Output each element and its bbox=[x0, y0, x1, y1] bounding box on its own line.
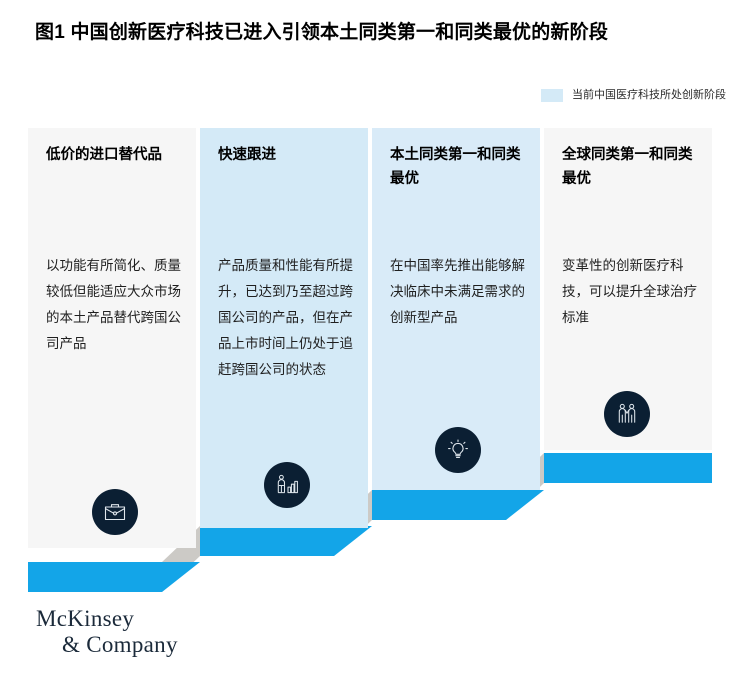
stage-2-body: 产品质量和性能有所提升，已达到乃至超过跨国公司的产品，但在产品上市时间上仍处于追… bbox=[218, 258, 353, 377]
stage-3-body: 在中国率先推出能够解决临床中未满足需求的创新型产品 bbox=[390, 258, 525, 325]
briefcase-icon bbox=[92, 489, 138, 535]
stage-3-title: 本土同类第一和同类最优 bbox=[390, 147, 521, 187]
stage-1-title: 低价的进口替代品 bbox=[46, 147, 162, 163]
mckinsey-logo: McKinsey & Company bbox=[36, 606, 178, 658]
logo-line-1: McKinsey bbox=[36, 606, 135, 631]
step-1-top bbox=[28, 562, 200, 592]
stage-panel-2[interactable]: 快速跟进 产品质量和性能有所提升，已达到乃至超过跨国公司的产品，但在产品上市时间… bbox=[200, 128, 368, 528]
step-4-top bbox=[544, 453, 712, 483]
logo-line-2: & Company bbox=[62, 632, 178, 657]
legend: 当前中国医疗科技所处创新阶段 bbox=[541, 89, 726, 102]
legend-label: 当前中国医疗科技所处创新阶段 bbox=[572, 89, 726, 101]
step-2-top bbox=[200, 526, 372, 556]
lightbulb-icon bbox=[435, 427, 481, 473]
legend-swatch-current-stage bbox=[541, 89, 563, 102]
stage-4-title: 全球同类第一和同类最优 bbox=[562, 147, 693, 187]
stage-panel-4[interactable]: 全球同类第一和同类最优 变革性的创新医疗科技，可以提升全球治疗标准 bbox=[544, 128, 712, 450]
stage-panel-1[interactable]: 低价的进口替代品 以功能有所简化、质量较低但能适应大众市场的本土产品替代跨国公司… bbox=[28, 128, 196, 548]
step-3-top bbox=[372, 490, 544, 520]
stage-4-body: 变革性的创新医疗科技，可以提升全球治疗标准 bbox=[562, 258, 697, 325]
person-bar-chart-icon bbox=[264, 462, 310, 508]
stage-2-title: 快速跟进 bbox=[218, 147, 276, 163]
figure-title: 图1 中国创新医疗科技已进入引领本土同类第一和同类最优的新阶段 bbox=[35, 22, 609, 43]
stage-1-body: 以功能有所简化、质量较低但能适应大众市场的本土产品替代跨国公司产品 bbox=[46, 258, 181, 351]
two-people-icon bbox=[604, 391, 650, 437]
